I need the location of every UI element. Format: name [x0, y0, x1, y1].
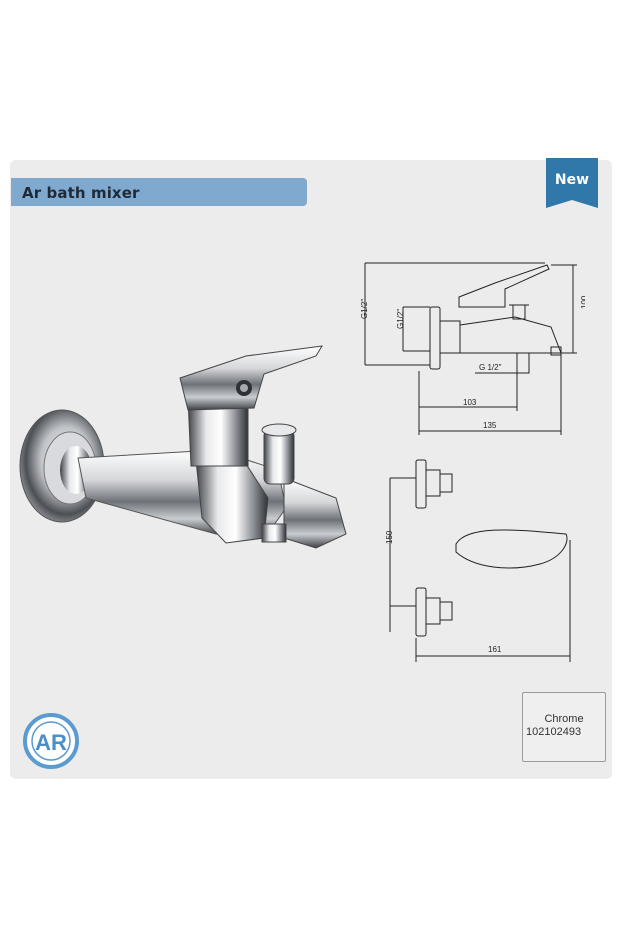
- top-view-drawing: 150 161: [385, 459, 571, 662]
- label-width: 161: [488, 645, 502, 654]
- product-title: Ar bath mixer: [22, 184, 140, 202]
- product-image[interactable]: [16, 338, 356, 560]
- new-badge: [546, 158, 598, 208]
- label-inlet-secondary: G1/2": [396, 309, 405, 329]
- ar-logo: AR: [23, 713, 79, 769]
- label-height: 100: [580, 295, 585, 309]
- finish-info-box: Chrome 102102493: [522, 692, 606, 762]
- title-bar: [11, 178, 307, 206]
- product-code: 102102493: [526, 726, 582, 738]
- side-view-drawing: G1/2" G1/2" G 1/2" 100 103 135: [360, 262, 585, 435]
- ar-logo-text: AR: [35, 730, 67, 755]
- label-outlet: G 1/2": [479, 363, 502, 372]
- finish-label: Chrome: [544, 713, 584, 725]
- label-inlet-main: G1/2": [360, 299, 369, 319]
- new-badge-label: New: [554, 172, 590, 188]
- label-depth: 135: [483, 421, 497, 430]
- label-spacing: 150: [385, 530, 394, 544]
- label-offset: 103: [463, 398, 477, 407]
